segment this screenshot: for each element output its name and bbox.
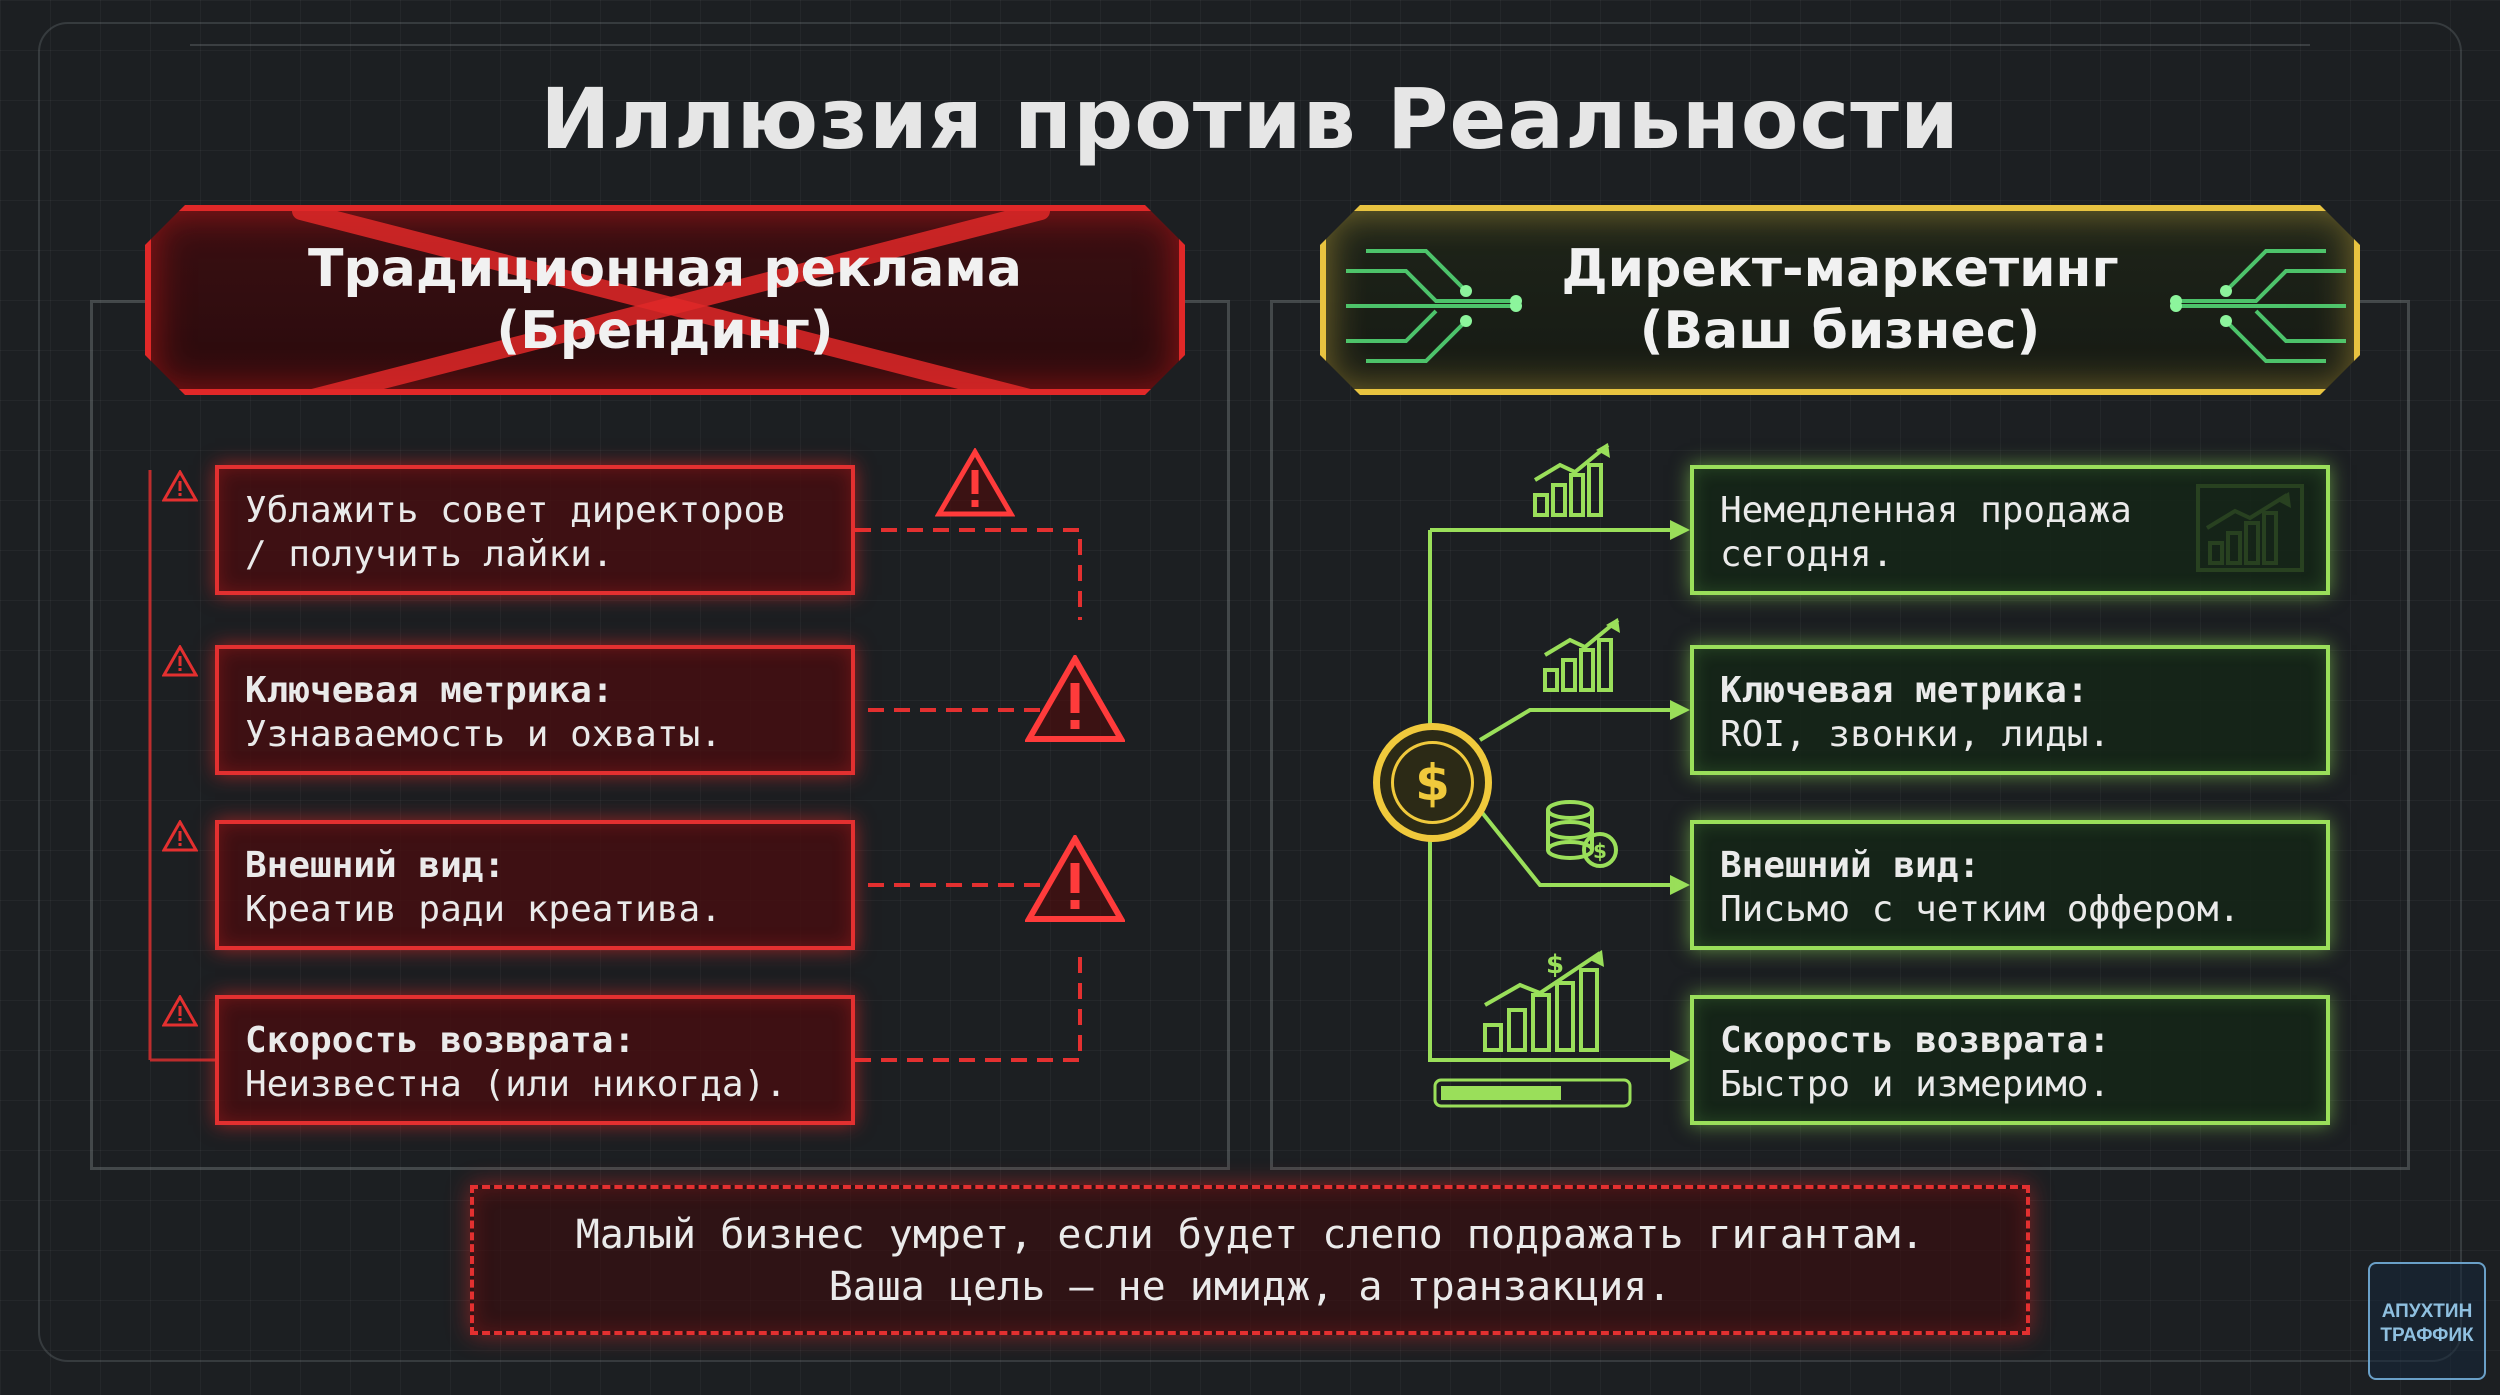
top-ruler <box>190 30 2310 46</box>
right-card-label: Внешний вид: <box>1720 845 1981 886</box>
growth-chart-icon <box>1533 443 1610 517</box>
cross-icon <box>151 211 1191 401</box>
warning-icon <box>162 470 198 502</box>
brand-badge: АПУХТИН ТРАФФИК <box>2368 1262 2486 1380</box>
right-card-text: Быстро и измеримо. <box>1720 1064 2111 1105</box>
right-header-line1: Директ-маркетинг <box>1561 239 2119 299</box>
left-card-text: Креатив ради креатива. <box>245 889 722 930</box>
growth-chart-icon: $ <box>1483 950 1604 1052</box>
left-card-text: Неизвестна (или никогда). <box>245 1064 787 1105</box>
svg-text:$: $ <box>1415 754 1450 812</box>
left-card-1: Ублажить совет директоров / получить лай… <box>215 465 855 595</box>
warning-icon <box>162 645 198 677</box>
right-card-label: Скорость возврата: <box>1720 1020 2111 1061</box>
left-card-3: Внешний вид: Креатив ради креатива. <box>215 820 855 950</box>
left-header-line2: (Брендинг) <box>496 301 834 361</box>
outer-frame <box>38 22 2462 1362</box>
right-card-text: ROI, звонки, лиды. <box>1720 714 2111 755</box>
left-card-text: Ублажить совет директоров <box>245 490 787 531</box>
left-card-text: Узнаваемость и охваты. <box>245 714 722 755</box>
svg-text:$: $ <box>1593 839 1607 863</box>
left-header: Традиционная реклама (Брендинг) <box>145 205 1185 395</box>
left-card-4: Скорость возврата: Неизвестна (или никог… <box>215 995 855 1125</box>
growth-chart-icon <box>1543 618 1620 692</box>
footer-line2: Ваша цель — не имидж, а транзакция. <box>828 1264 1672 1310</box>
left-header-line1: Традиционная реклама <box>308 239 1022 299</box>
badge-line2: ТРАФФИК <box>2380 1325 2474 1346</box>
right-card-label: Ключевая метрика: <box>1720 670 2089 711</box>
right-card-text: Немедленная продажа <box>1720 490 2132 531</box>
dollar-coin-icon: $ <box>1373 723 1492 842</box>
right-header: Директ-маркетинг (Ваш бизнес) <box>1320 205 2360 395</box>
warning-icon <box>935 448 1015 517</box>
footer-line1: Малый бизнес умрет, если будет слепо под… <box>575 1212 1925 1258</box>
left-card-label: Ключевая метрика: <box>245 670 614 711</box>
warning-icon <box>1025 835 1125 922</box>
right-card-1: Немедленная продажа сегодня. <box>1690 465 2330 595</box>
warning-icon <box>162 995 198 1027</box>
right-card-text: Письмо с четким оффером. <box>1720 889 2241 930</box>
right-header-line2: (Ваш бизнес) <box>1639 301 2041 361</box>
right-card-2: Ключевая метрика: ROI, звонки, лиды. <box>1690 645 2330 775</box>
coins-icon: $ <box>1546 800 1618 868</box>
circuit-icon <box>1326 211 2366 401</box>
warning-icon <box>1025 655 1125 742</box>
right-card-4: Скорость возврата: Быстро и измеримо. <box>1690 995 2330 1125</box>
warning-icon <box>162 820 198 852</box>
right-card-3: Внешний вид: Письмо с четким оффером. <box>1690 820 2330 950</box>
left-card-label: Скорость возврата: <box>245 1020 636 1061</box>
left-card-2: Ключевая метрика: Узнаваемость и охваты. <box>215 645 855 775</box>
right-card-text: сегодня. <box>1720 534 1894 575</box>
badge-line1: АПУХТИН <box>2381 1301 2473 1322</box>
page-title: Иллюзия против Реальности <box>540 70 1960 168</box>
footer-callout: Малый бизнес умрет, если будет слепо под… <box>470 1185 2030 1335</box>
left-card-text: / получить лайки. <box>245 534 614 575</box>
svg-text:$: $ <box>1546 950 1564 980</box>
left-card-label: Внешний вид: <box>245 845 506 886</box>
